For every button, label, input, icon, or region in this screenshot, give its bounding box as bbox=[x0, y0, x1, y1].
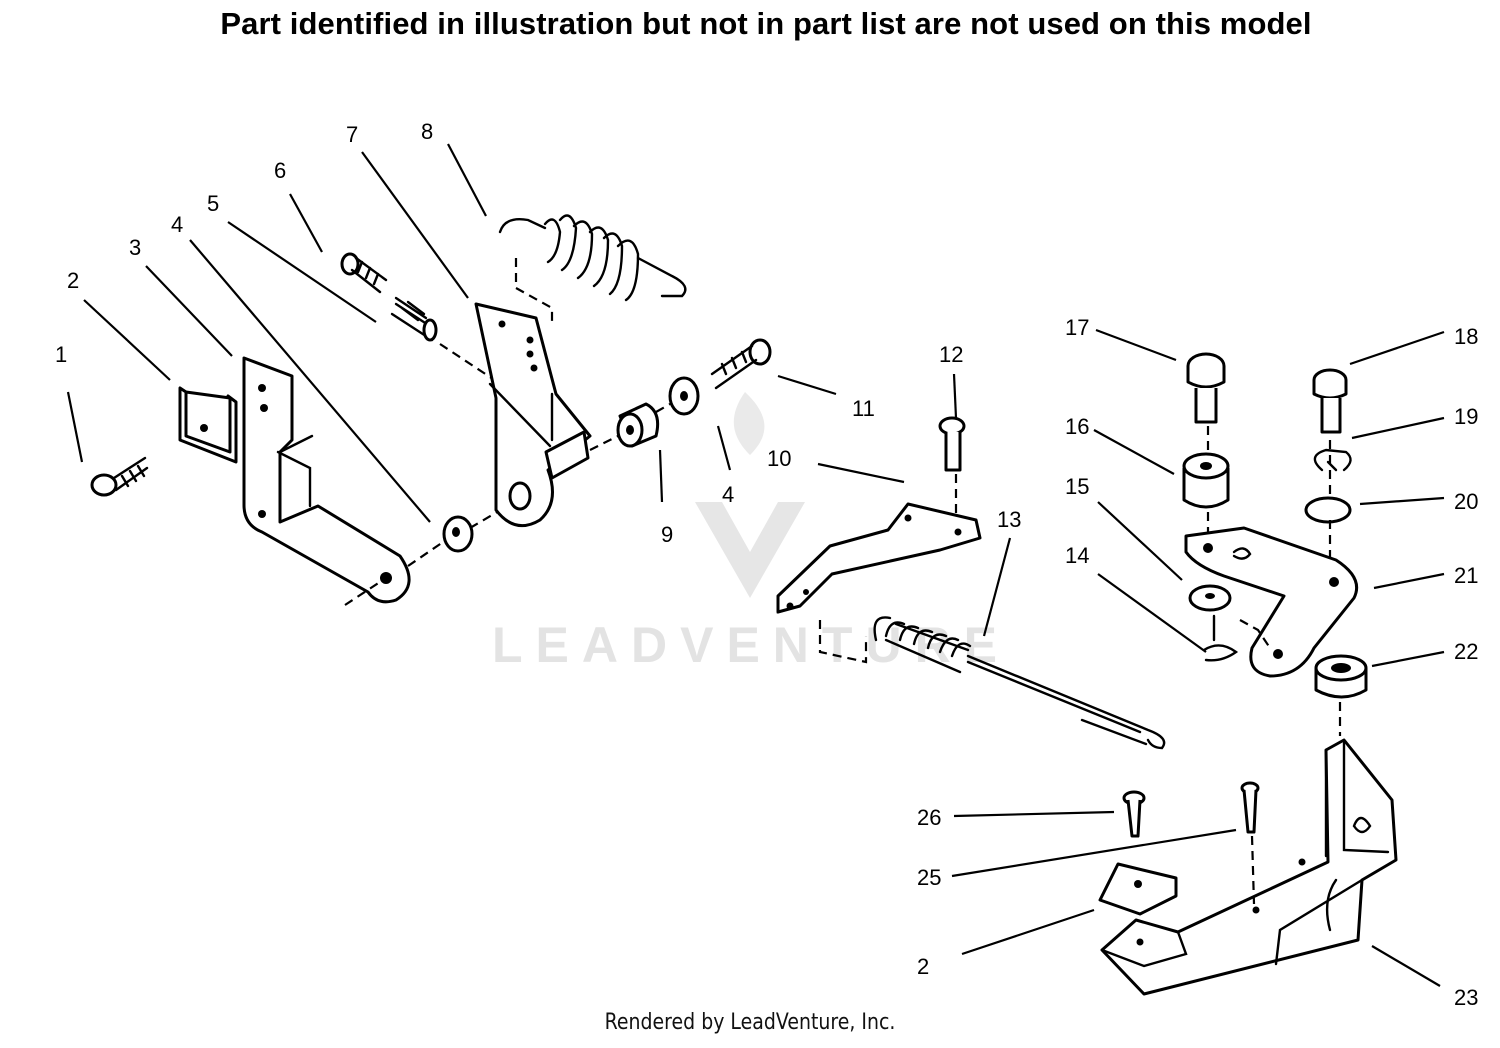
screw-part-1 bbox=[90, 456, 149, 497]
callout-4-b: 4 bbox=[722, 482, 734, 507]
bolt-part-17 bbox=[1186, 352, 1226, 456]
callout-7: 7 bbox=[346, 122, 358, 147]
callout-18: 18 bbox=[1454, 324, 1478, 349]
watermark-text: LEADVENTURE bbox=[492, 617, 1010, 673]
callout-2-b: 2 bbox=[917, 954, 929, 979]
callout-6: 6 bbox=[274, 158, 286, 183]
page-title: Part identified in illustration but not … bbox=[220, 6, 1312, 41]
bolt-part-6 bbox=[340, 252, 388, 294]
clip-part-14 bbox=[1202, 614, 1239, 662]
washer-part-4 bbox=[407, 507, 505, 567]
callout-17: 17 bbox=[1065, 315, 1089, 340]
bolt-part-11 bbox=[710, 338, 772, 390]
bracket-part-3 bbox=[242, 356, 411, 604]
callout-4: 4 bbox=[171, 212, 183, 237]
pin-part-25 bbox=[1240, 781, 1260, 905]
callout-26: 26 bbox=[917, 805, 941, 830]
callout-8: 8 bbox=[421, 119, 433, 144]
callout-20: 20 bbox=[1454, 489, 1478, 514]
washer-part-15 bbox=[1188, 584, 1232, 612]
bracket-part-23 bbox=[1100, 738, 1398, 996]
bolt-part-18 bbox=[1312, 368, 1348, 434]
lever-part-7 bbox=[474, 302, 592, 528]
leader-lines bbox=[66, 143, 1445, 987]
plate-part-2-b bbox=[1098, 862, 1178, 916]
callout-3: 3 bbox=[129, 235, 141, 260]
callout-13: 13 bbox=[997, 507, 1021, 532]
callout-21: 21 bbox=[1454, 563, 1478, 588]
callout-labels: 1 2 3 4 5 6 7 8 4 9 11 10 12 13 17 16 15… bbox=[55, 119, 1478, 1010]
spacer-part-9 bbox=[589, 402, 660, 451]
callout-25: 25 bbox=[917, 865, 941, 890]
plate-part-10 bbox=[776, 502, 982, 614]
callout-10: 10 bbox=[767, 446, 791, 471]
lever-part-21 bbox=[1184, 526, 1359, 678]
washer-part-4-b bbox=[655, 376, 700, 416]
callout-12: 12 bbox=[939, 342, 963, 367]
callout-11: 11 bbox=[852, 396, 875, 421]
clip-part-19 bbox=[1313, 448, 1352, 472]
callout-2: 2 bbox=[67, 268, 79, 293]
callout-19: 19 bbox=[1454, 404, 1478, 429]
callout-9: 9 bbox=[661, 522, 673, 547]
spring-part-13 bbox=[873, 616, 1166, 750]
spring-part-5 bbox=[390, 296, 541, 411]
callout-1: 1 bbox=[55, 342, 67, 367]
nut-part-22 bbox=[1314, 654, 1368, 736]
watermark: LEADVENTURE bbox=[492, 392, 1010, 673]
spring-part-8 bbox=[498, 214, 687, 324]
callout-14: 14 bbox=[1065, 543, 1089, 568]
pin-part-26 bbox=[1122, 790, 1146, 838]
callout-5: 5 bbox=[207, 191, 219, 216]
callout-16: 16 bbox=[1065, 414, 1089, 439]
callout-23: 23 bbox=[1454, 985, 1478, 1010]
footer-credit: Rendered by LeadVenture, Inc. bbox=[604, 1010, 896, 1035]
callout-22: 22 bbox=[1454, 639, 1478, 664]
bolt-part-12 bbox=[938, 416, 966, 522]
spacer-part-16 bbox=[1182, 452, 1230, 540]
callout-15: 15 bbox=[1065, 474, 1089, 499]
